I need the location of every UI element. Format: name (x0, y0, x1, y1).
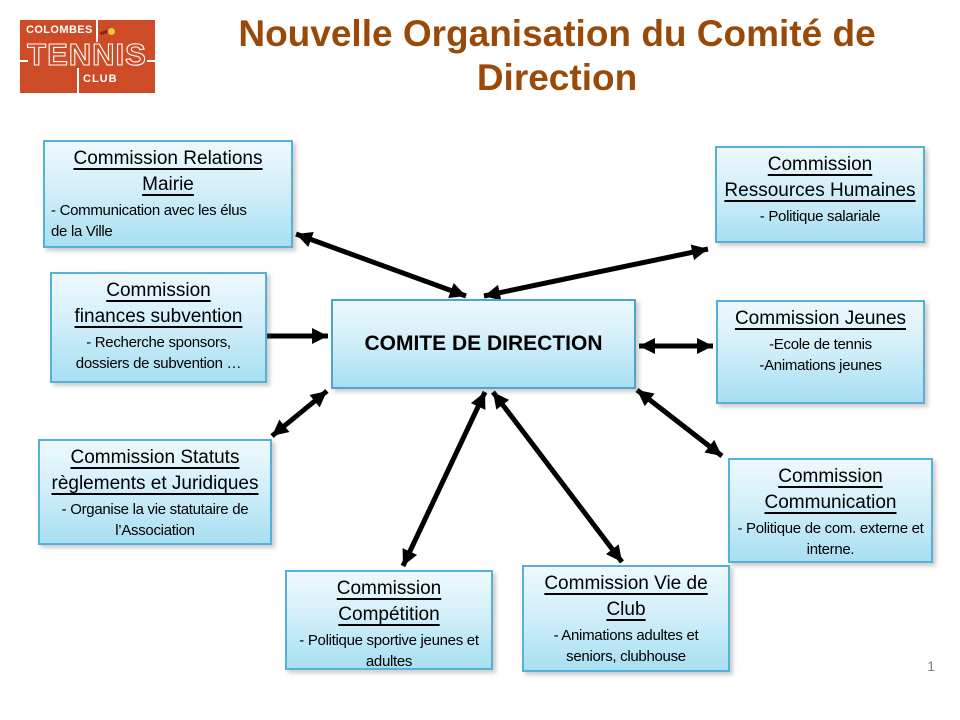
commission-body: - Communication avec les élus de la Vill… (51, 202, 247, 240)
arrow-relations-mairie (295, 231, 467, 299)
commission-box-communication: Commission Communication - Politique de … (728, 458, 933, 563)
comite-direction-box: COMITE DE DIRECTION (331, 299, 636, 389)
commission-body: - Politique de com. externe et interne. (737, 520, 924, 558)
tennis-ball-icon (108, 28, 115, 35)
logo-city-text: COLOMBES (26, 24, 93, 36)
commission-body: - Organise la vie statutaire de l’Associ… (61, 501, 249, 539)
commission-body: - Animations adultes et seniors, clubhou… (553, 627, 699, 665)
commission-body: -Ecole de tennis -Animations jeunes (759, 336, 882, 374)
commission-title: Commission Compétition (336, 578, 442, 625)
commission-box-relations-mairie: Commission Relations Mairie - Communicat… (43, 140, 293, 248)
commission-box-ressources-humaines: Commission Ressources Humaines - Politiq… (715, 146, 925, 243)
logo-club-name: TENNIS (20, 34, 155, 74)
arrow-vie-de-club (491, 390, 624, 564)
logo-court-line (77, 68, 79, 93)
commission-body: - Recherche sponsors, dossiers de subven… (75, 334, 242, 372)
arrow-communication (635, 388, 724, 458)
page-title: Nouvelle Organisation du Comité de Direc… (238, 13, 876, 99)
page-number: 1 (927, 658, 935, 674)
comite-direction-label: COMITE DE DIRECTION (364, 332, 603, 355)
commission-body: - Politique sportive jeunes et adultes (299, 632, 479, 670)
logo-court-line (96, 20, 98, 42)
commission-title: Commission Statuts règlements et Juridiq… (51, 447, 259, 494)
commission-title: Commission Ressources Humaines (724, 154, 916, 201)
logo-court-line (147, 60, 155, 62)
logo-court-line (20, 60, 28, 62)
commission-title: Commission Communication (764, 466, 897, 513)
arrow-statuts (270, 389, 329, 438)
commission-box-statuts: Commission Statuts règlements et Juridiq… (38, 439, 272, 545)
arrow-competition (400, 390, 488, 568)
commission-title: Commission Jeunes (734, 308, 907, 329)
arrow-ressources-humaines (483, 244, 709, 301)
commission-title: Commission Vie de Club (544, 573, 708, 620)
commission-box-competition: Commission Compétition - Politique sport… (285, 570, 493, 670)
commission-box-jeunes: Commission Jeunes -Ecole de tennis -Anim… (716, 300, 925, 404)
commission-body: - Politique salariale (759, 208, 881, 225)
club-logo: COLOMBES TENNIS CLUB (20, 20, 155, 93)
logo-suffix-text: CLUB (83, 73, 118, 85)
commission-box-vie-de-club: Commission Vie de Club - Animations adul… (522, 565, 730, 672)
svg-text:TENNIS: TENNIS (27, 37, 147, 72)
commission-title: Commission Relations Mairie (73, 148, 263, 195)
commission-title: Commission finances subvention (74, 280, 243, 327)
commission-box-finances-subvention: Commission finances subvention - Recherc… (50, 272, 267, 383)
